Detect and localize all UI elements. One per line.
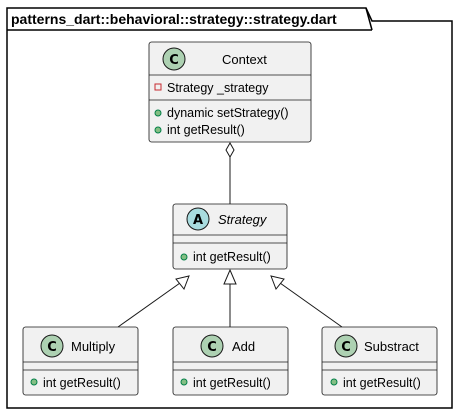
class-context-name: Context (222, 52, 267, 67)
class-context-field: Strategy _strategy (167, 81, 269, 95)
package-tab-edge (365, 7, 373, 31)
class-badge-icon (40, 334, 64, 358)
abstract-badge-letter: A (193, 213, 203, 228)
class-substract-method: int getResult() (343, 376, 421, 390)
class-badge-letter: C (47, 340, 57, 355)
class-multiply-method: int getResult() (43, 376, 121, 390)
class-badge-icon (334, 334, 358, 358)
inheritance-line-substract (279, 282, 343, 328)
public-method-icon (330, 378, 338, 386)
inheritance-arrow-substract-icon (270, 275, 285, 290)
class-badge-letter: C (207, 340, 217, 355)
class-strategy-name: Strategy (218, 212, 268, 227)
class-multiply[interactable]: C Multiply int getResult() (22, 326, 139, 396)
class-context-box (148, 41, 312, 143)
class-badge-icon (162, 47, 186, 71)
class-add-method: int getResult() (193, 376, 271, 390)
class-badge-icon (200, 334, 224, 358)
class-badge-letter: C (341, 340, 351, 355)
class-strategy[interactable]: A Strategy int getResult() (172, 203, 288, 270)
inheritance-line-multiply (117, 282, 181, 328)
private-field-icon (154, 83, 162, 91)
public-method-icon (154, 126, 162, 134)
class-multiply-name: Multiply (71, 339, 116, 354)
class-add[interactable]: C Add int getResult() (172, 326, 289, 396)
class-add-name: Add (232, 339, 255, 354)
class-substract-name: Substract (364, 339, 419, 354)
public-method-icon (180, 378, 188, 386)
inheritance-arrow-add-icon (223, 268, 237, 285)
class-context-method: int getResult() (167, 123, 245, 137)
package-title: patterns_dart::behavioral::strategy::str… (11, 11, 337, 27)
inheritance-arrow-multiply-icon (175, 275, 190, 290)
public-method-icon (154, 109, 162, 117)
aggregation-diamond-icon (225, 141, 235, 159)
class-context-method: dynamic setStrategy() (167, 106, 289, 120)
class-context[interactable]: C Context Strategy _strategy dynamic set… (148, 41, 312, 143)
relations (117, 141, 343, 328)
public-method-icon (30, 378, 38, 386)
class-badge-letter: C (169, 53, 179, 68)
package: patterns_dart::behavioral::strategy::str… (6, 7, 453, 409)
abstract-badge-icon (186, 207, 210, 231)
public-method-icon (180, 253, 188, 261)
class-strategy-method: int getResult() (193, 250, 271, 264)
class-substract[interactable]: C Substract int getResult() (321, 326, 438, 396)
